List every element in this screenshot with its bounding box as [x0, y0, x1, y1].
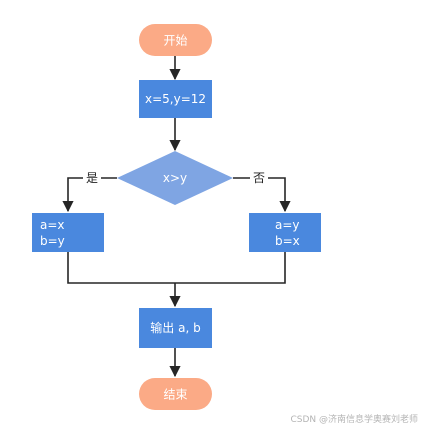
- end-label: 结束: [163, 388, 187, 402]
- assign-node: [139, 80, 212, 118]
- right-assign-line1: a=y: [275, 218, 300, 232]
- start-node: [139, 24, 212, 56]
- edge-left-merge: [67, 252, 175, 284]
- right-assign-node: [249, 213, 321, 252]
- edge-right-merge: [175, 252, 286, 284]
- decision-node: [117, 151, 233, 205]
- yes-label-bg: [83, 170, 101, 186]
- end-node: [139, 378, 212, 410]
- no-label-bg: [250, 170, 268, 186]
- decision-label: x>y: [163, 171, 187, 185]
- watermark: CSDN @济南信息学奥赛刘老师: [290, 415, 418, 425]
- assign-label: x=5,y=12: [145, 92, 206, 106]
- left-assign-line1: a=x: [40, 218, 65, 232]
- right-assign-line2: b=x: [275, 234, 300, 248]
- output-label: 输出 a, b: [150, 320, 200, 335]
- output-node: [139, 308, 212, 348]
- yes-label: 是: [86, 171, 98, 185]
- left-assign-line2: b=y: [40, 234, 65, 248]
- left-assign-node: [32, 213, 104, 252]
- start-label: 开始: [163, 34, 187, 48]
- no-label: 否: [253, 171, 265, 185]
